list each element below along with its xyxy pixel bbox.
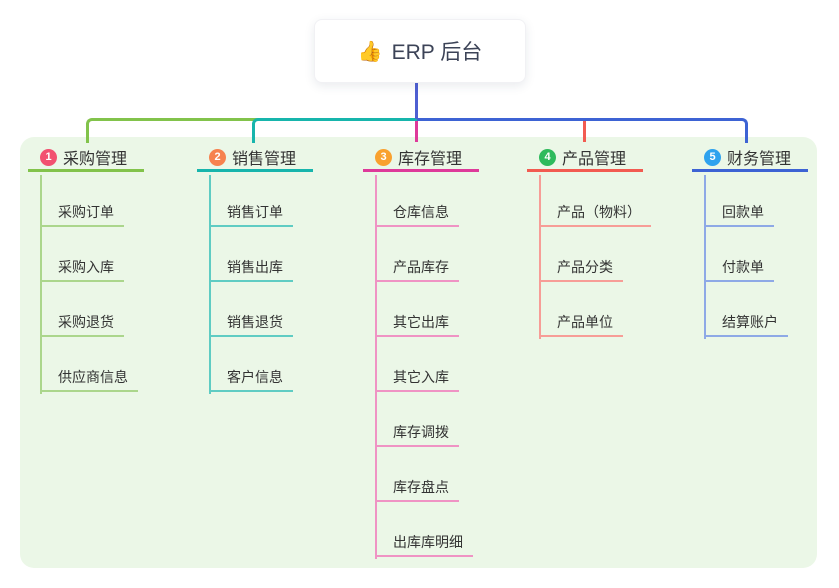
- child-row: 库存盘点: [375, 447, 479, 502]
- connector-line: [415, 81, 418, 119]
- branch-title: 产品管理: [562, 151, 627, 168]
- child-row: 产品（物料）: [539, 172, 651, 227]
- branch-number-badge: 3: [375, 148, 392, 166]
- child-node[interactable]: 采购入库: [40, 260, 124, 282]
- branch-header[interactable]: 3 库存管理: [363, 145, 479, 172]
- child-row: 付款单: [704, 227, 808, 282]
- mindmap-canvas: [20, 137, 817, 568]
- branch-trunk-line: [539, 175, 541, 339]
- connector-line: [415, 121, 418, 142]
- child-node[interactable]: 仓库信息: [375, 205, 459, 227]
- child-node[interactable]: 供应商信息: [40, 370, 138, 392]
- branch-库存管理: 3 库存管理 仓库信息产品库存其它出库其它入库库存调拨库存盘点出库库明细: [363, 145, 479, 559]
- child-row: 仓库信息: [375, 172, 479, 227]
- child-node[interactable]: 付款单: [704, 260, 774, 282]
- connector-line: [252, 118, 417, 143]
- branch-header[interactable]: 2 销售管理: [197, 145, 313, 172]
- branch-number-badge: 5: [704, 148, 721, 166]
- branch-trunk-line: [704, 175, 706, 339]
- branch-number-badge: 2: [209, 148, 226, 166]
- branch-children: 产品（物料） 产品分类产品单位: [527, 172, 651, 337]
- child-node[interactable]: 采购订单: [40, 205, 124, 227]
- branch-trunk-line: [40, 175, 42, 394]
- branch-财务管理: 5 财务管理 回款单付款单结算账户: [692, 145, 808, 339]
- branch-title: 销售管理: [232, 151, 297, 168]
- child-node[interactable]: 采购退货: [40, 315, 124, 337]
- branch-header[interactable]: 4 产品管理: [527, 145, 643, 172]
- child-row: 采购入库: [40, 227, 144, 282]
- child-node[interactable]: 出库库明细: [375, 535, 473, 557]
- branch-header[interactable]: 5 财务管理: [692, 145, 808, 172]
- branch-children: 回款单付款单结算账户: [692, 172, 808, 337]
- child-node[interactable]: 产品单位: [539, 315, 623, 337]
- branch-children: 仓库信息产品库存其它出库其它入库库存调拨库存盘点出库库明细: [363, 172, 479, 557]
- branch-number-badge: 1: [40, 148, 57, 166]
- child-row: 采购退货: [40, 282, 144, 337]
- child-node[interactable]: 其它出库: [375, 315, 459, 337]
- child-node[interactable]: 其它入库: [375, 370, 459, 392]
- child-row: 其它入库: [375, 337, 479, 392]
- connector-line: [583, 121, 586, 142]
- child-node[interactable]: 结算账户: [704, 315, 788, 337]
- child-row: 产品分类: [539, 227, 651, 282]
- connector-line: [417, 118, 748, 143]
- branch-header[interactable]: 1 采购管理: [28, 145, 144, 172]
- branch-title: 财务管理: [727, 151, 792, 168]
- child-node[interactable]: 销售出库: [209, 260, 293, 282]
- child-node[interactable]: 产品分类: [539, 260, 623, 282]
- branch-销售管理: 2 销售管理 销售订单销售出库销售退货客户信息: [197, 145, 313, 394]
- connector-line: [86, 118, 417, 143]
- child-row: 结算账户: [704, 282, 808, 337]
- branch-trunk-line: [209, 175, 211, 394]
- child-node[interactable]: 回款单: [704, 205, 774, 227]
- child-row: 库存调拨: [375, 392, 479, 447]
- child-row: 产品单位: [539, 282, 651, 337]
- child-row: 销售出库: [209, 227, 313, 282]
- child-row: 其它出库: [375, 282, 479, 337]
- branch-title: 采购管理: [63, 151, 128, 168]
- child-node[interactable]: 库存调拨: [375, 425, 459, 447]
- child-node[interactable]: 产品（物料）: [539, 205, 651, 227]
- child-row: 销售退货: [209, 282, 313, 337]
- child-row: 供应商信息: [40, 337, 144, 392]
- child-row: 采购订单: [40, 172, 144, 227]
- branch-采购管理: 1 采购管理 采购订单采购入库采购退货供应商信息: [28, 145, 144, 394]
- branch-产品管理: 4 产品管理 产品（物料） 产品分类产品单位: [527, 145, 651, 339]
- branch-title: 库存管理: [398, 151, 463, 168]
- child-row: 客户信息: [209, 337, 313, 392]
- child-node[interactable]: 客户信息: [209, 370, 293, 392]
- child-row: 产品库存: [375, 227, 479, 282]
- branch-trunk-line: [375, 175, 377, 559]
- root-node[interactable]: 👍 ERP 后台: [314, 19, 526, 83]
- thumbs-up-icon: 👍: [357, 40, 383, 63]
- child-node[interactable]: 库存盘点: [375, 480, 459, 502]
- child-node[interactable]: 产品库存: [375, 260, 459, 282]
- child-node[interactable]: 销售订单: [209, 205, 293, 227]
- child-row: 回款单: [704, 172, 808, 227]
- root-node-label: ERP 后台: [391, 41, 483, 64]
- branch-children: 采购订单采购入库采购退货供应商信息: [28, 172, 144, 392]
- branch-number-badge: 4: [539, 148, 556, 166]
- branch-children: 销售订单销售出库销售退货客户信息: [197, 172, 313, 392]
- child-row: 出库库明细: [375, 502, 479, 557]
- child-node[interactable]: 销售退货: [209, 315, 293, 337]
- child-row: 销售订单: [209, 172, 313, 227]
